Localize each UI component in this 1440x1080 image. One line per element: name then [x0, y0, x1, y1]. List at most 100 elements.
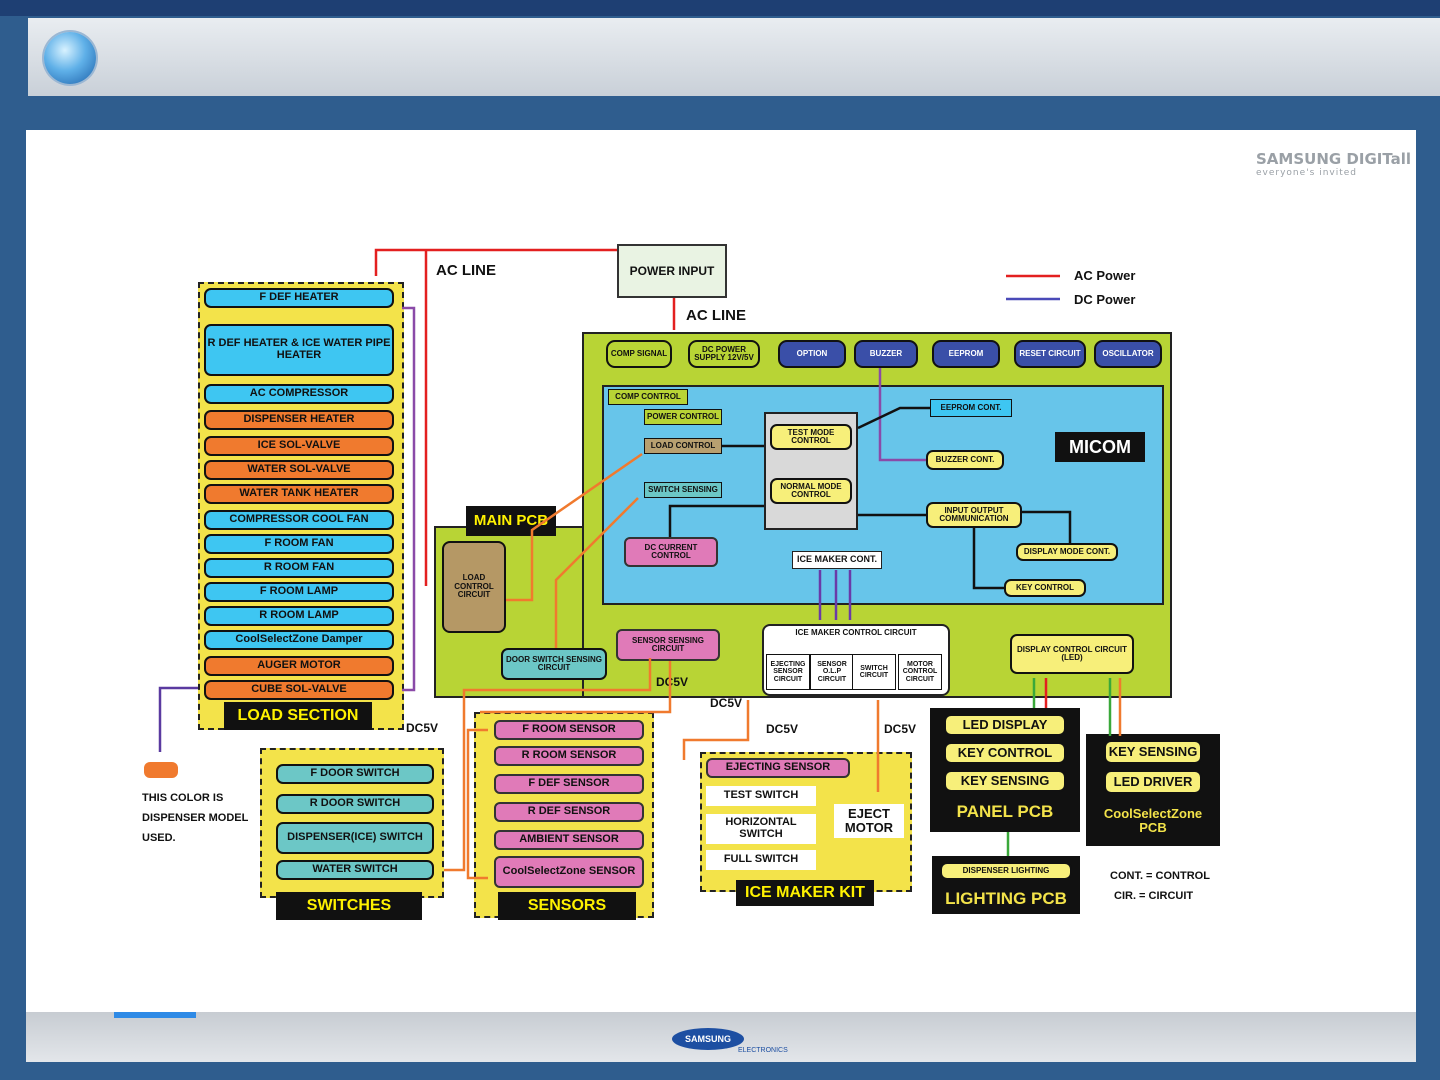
dc5v-label-ice: DC5V [766, 722, 799, 736]
comp-control-box: COMP CONTROL [608, 389, 688, 405]
sensors-title: SENSORS [498, 892, 636, 920]
pcb-chip: OPTION [778, 340, 846, 368]
pcb-chip: EEPROM [932, 340, 1000, 368]
ac-line-to-load [374, 248, 617, 276]
display-mode-cont-box: DISPLAY MODE CONT. [1016, 543, 1118, 561]
load-control-circuit: LOAD CONTROL CIRCUIT [442, 541, 506, 633]
load-item: F ROOM FAN [204, 534, 394, 554]
sensor-to-board [480, 661, 672, 714]
load-item: R DEF HEATER & ICE WATER PIPE HEATER [204, 324, 394, 376]
load-item: R ROOM FAN [204, 558, 394, 578]
load-item: COMPRESSOR COOL FAN [204, 510, 394, 530]
micom-label: MICOM [1055, 432, 1145, 462]
switch-item: R DOOR SWITCH [276, 794, 434, 814]
display-link [1022, 510, 1072, 543]
ice-kit-item: TEST SWITCH [706, 786, 816, 806]
switch-item: F DOOR SWITCH [276, 764, 434, 784]
orb-logo-icon [44, 32, 96, 84]
pcb-chip: DC POWER SUPPLY 12V/5V [688, 340, 760, 368]
samsung-digitall-logo: SAMSUNG DIGITall everyone's invited [1256, 152, 1416, 180]
footer-samsung-sub: ELECTRONICS [738, 1047, 788, 1054]
load-item: F ROOM LAMP [204, 582, 394, 602]
top-bar [0, 0, 1440, 16]
switch-item: DISPENSER(ICE) SWITCH [276, 822, 434, 854]
input-output-communication-box: INPUT OUTPUT COMMUNICATION [926, 502, 1022, 528]
ice-subcircuit: MOTOR CONTROL CIRCUIT [898, 654, 942, 690]
footer-samsung-logo: SAMSUNG [672, 1028, 744, 1050]
dispenser-note: THIS COLOR IS DISPENSER MODEL USED. [142, 792, 249, 844]
load-item: AUGER MOTOR [204, 656, 394, 676]
switch-item: WATER SWITCH [276, 860, 434, 880]
door-switch-sensing-circuit: DOOR SWITCH SENSING CIRCUIT [501, 648, 607, 680]
ice-maker-control-circuit-label: ICE MAKER CONTROL CIRCUIT [795, 628, 917, 637]
ice-maker-kit-title: ICE MAKER KIT [736, 880, 874, 906]
normal-mode-control: NORMAL MODE CONTROL [770, 478, 852, 504]
key-control-box: KEY CONTROL [1004, 579, 1086, 597]
load-control-box: LOAD CONTROL [644, 438, 722, 454]
sensor-item: R DEF SENSOR [494, 802, 644, 822]
ice-maker-cont-box: ICE MAKER CONT. [792, 551, 882, 569]
dispenser-note-arrow [158, 686, 198, 752]
load-item: WATER TANK HEATER [204, 484, 394, 504]
buzzer-link [878, 368, 926, 462]
sensor-item: F ROOM SENSOR [494, 720, 644, 740]
eject-motor: EJECT MOTOR [834, 804, 904, 838]
ice-kit-item: EJECTING SENSOR [706, 758, 850, 778]
eeprom-link [857, 406, 930, 430]
csz-pcb-item: KEY SENSING [1104, 740, 1202, 764]
panel-pcb-title: PANEL PCB [948, 798, 1062, 826]
sensor-item: F DEF SENSOR [494, 774, 644, 794]
pcb-chip: OSCILLATOR [1094, 340, 1162, 368]
abbrev-cir: CIR. = CIRCUIT [1114, 890, 1194, 902]
load-item: F DEF HEATER [204, 288, 394, 308]
power-control-box: POWER CONTROL [644, 409, 722, 425]
load-dc-bus [402, 306, 416, 692]
sensor-bus [466, 728, 488, 880]
dispenser-color-swatch [144, 762, 178, 778]
load-control-link [506, 452, 643, 602]
load-item: WATER SOL-VALVE [204, 460, 394, 480]
dispenser-lighting: DISPENSER LIGHTING [940, 862, 1072, 880]
main-dc5v-label: DC5V [656, 675, 689, 689]
sensor-item: CoolSelectZone SENSOR [494, 856, 644, 888]
eeprom-cont-box: EEPROM CONT. [930, 399, 1012, 417]
key-link [972, 528, 1004, 590]
ice-subcircuit: SENSOR O.L.P CIRCUIT [810, 654, 854, 690]
ice-kit-item: FULL SWITCH [706, 850, 816, 870]
ac-line-main-label: AC LINE [686, 307, 746, 324]
panel-pcb-item: LED DISPLAY [944, 714, 1066, 736]
load-item: R ROOM LAMP [204, 606, 394, 626]
sensor-item: AMBIENT SENSOR [494, 830, 644, 850]
ice-kit-link [682, 700, 750, 760]
dc5v-label-sensors: DC5V [710, 696, 743, 710]
lighting-pcb-title: LIGHTING PCB [938, 886, 1074, 912]
ice-kit-item: HORIZONTAL SWITCH [706, 814, 816, 844]
panel-pcb-item: KEY CONTROL [944, 742, 1066, 764]
load-item: ICE SOL-VALVE [204, 436, 394, 456]
buzzer-cont-box: BUZZER CONT. [926, 450, 1004, 470]
csz-pcb-title: CoolSelectZone PCB [1094, 800, 1212, 842]
load-section-title: LOAD SECTION [224, 702, 372, 730]
footer-accent [114, 1012, 196, 1018]
sensor-item: R ROOM SENSOR [494, 746, 644, 766]
dc-link [668, 504, 764, 537]
sensor-sensing-circuit: SENSOR SENSING CIRCUIT [616, 629, 720, 661]
ice-subcircuit: SWITCH CIRCUIT [852, 654, 896, 690]
logo-tagline: everyone's invited [1256, 168, 1358, 178]
load-item: AC COMPRESSOR [204, 384, 394, 404]
ice-maker-link [818, 570, 852, 620]
ice-subcircuit: EJECTING SENSOR CIRCUIT [766, 654, 810, 690]
csz-pcb-item: LED DRIVER [1104, 770, 1202, 794]
ac-line-top-label: AC LINE [436, 262, 496, 279]
pcb-chip: COMP SIGNAL [606, 340, 672, 368]
legend-ac-label: AC Power [1074, 268, 1136, 283]
load-item: DISPENSER HEATER [204, 410, 394, 430]
switch-sensing-box: SWITCH SENSING [644, 482, 722, 498]
load-item: CoolSelectZone Damper [204, 630, 394, 650]
test-mode-control: TEST MODE CONTROL [770, 424, 852, 450]
switches-title: SWITCHES [276, 892, 422, 920]
display-control-circuit: DISPLAY CONTROL CIRCUIT (LED) [1010, 634, 1134, 674]
switch-bus [444, 658, 652, 872]
power-input-box: POWER INPUT [617, 244, 727, 298]
